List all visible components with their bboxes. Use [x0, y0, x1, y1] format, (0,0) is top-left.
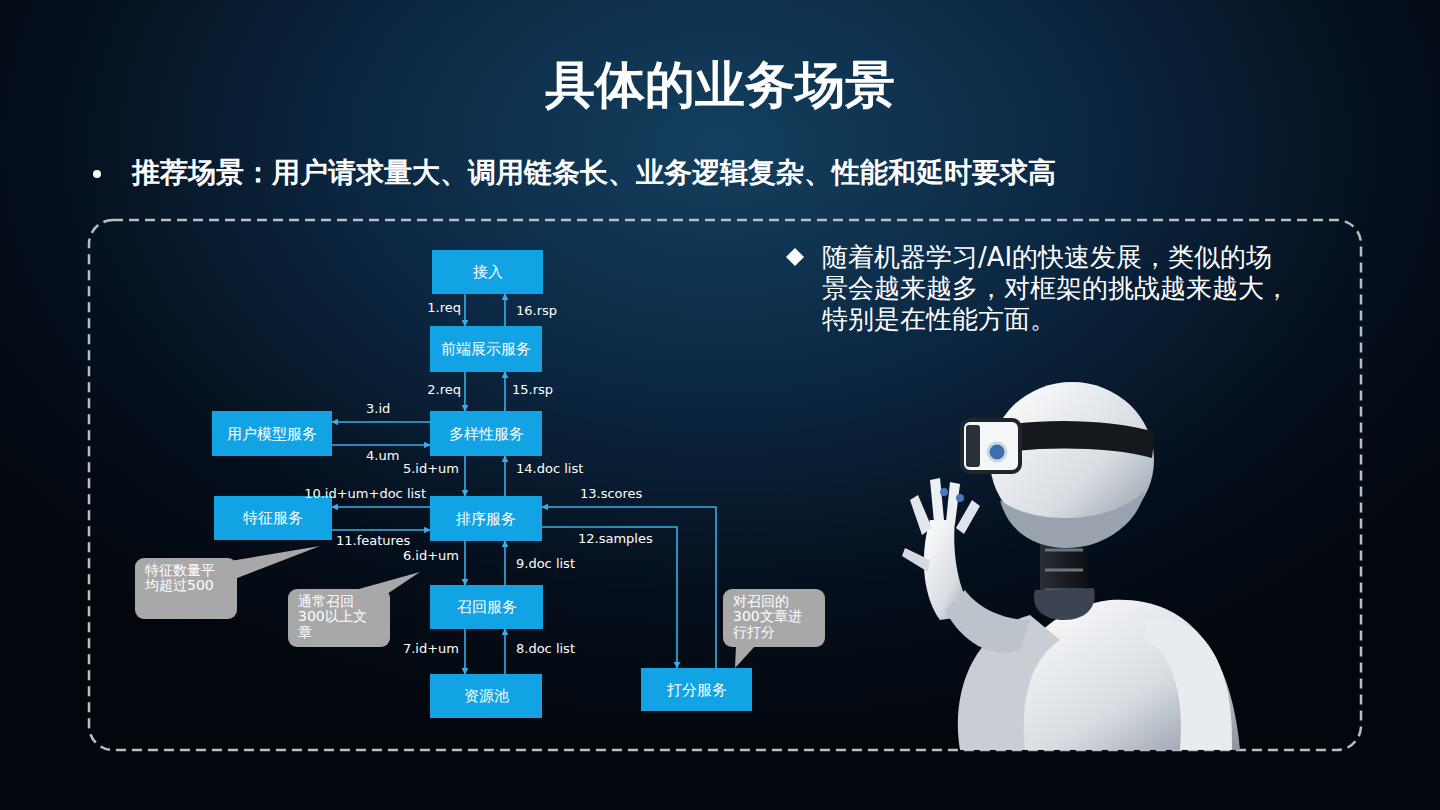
process-box: 前端展示服务 — [430, 326, 542, 372]
edge-label: 9.doc list — [516, 556, 575, 572]
bullet-text: 推荐场景：用户请求量大、调用链条长、业务逻辑复杂、性能和延时要求高 — [132, 154, 1056, 192]
process-box: 特征服务 — [214, 496, 332, 540]
box-text: 通常召回300以上文章 — [298, 594, 380, 640]
diamond-bullet — [786, 248, 804, 266]
flow-arrow — [332, 506, 430, 508]
slide-title: 具体的业务场景 — [0, 52, 1440, 119]
box-text: 资源池 — [464, 687, 509, 705]
edge-label: 10.id+um+doc list — [304, 486, 426, 502]
process-box: 排序服务 — [430, 496, 542, 541]
process-box: 用户模型服务 — [212, 411, 332, 456]
box-text: 召回服务 — [457, 598, 517, 616]
edge-label: 6.id+um — [403, 548, 459, 564]
box-text-group: 特征服务 — [243, 509, 303, 527]
edge-label: 8.doc list — [516, 641, 575, 657]
flow-arrow — [464, 541, 466, 585]
process-box: 多样性服务 — [430, 411, 542, 456]
box-text: 接入 — [473, 263, 503, 281]
edge-label: 5.id+um — [403, 461, 459, 477]
flow-arrow — [332, 421, 430, 423]
box-text-group: 资源池 — [464, 687, 509, 705]
flow-arrow — [504, 372, 506, 411]
flow-arrow — [464, 294, 466, 326]
box-text-group: 特征数量平均超过500 — [145, 563, 227, 594]
edge-label: 14.doc list — [516, 461, 583, 477]
callout-box: 特征数量平均超过500 — [135, 558, 237, 619]
box-text-group: 对召回的300文章进行打分 — [733, 594, 815, 640]
box-text-group: 排序服务 — [456, 510, 516, 528]
callout-box: 对召回的300文章进行打分 — [723, 589, 825, 647]
dashed-frame — [89, 220, 1361, 750]
edge-label: 11.features — [336, 533, 410, 549]
box-text: 打分服务 — [667, 681, 727, 699]
box-text-group: 前端展示服务 — [441, 340, 531, 358]
edge-label: 4.um — [366, 448, 399, 464]
robot-illustration — [902, 382, 1240, 750]
process-box: 召回服务 — [430, 585, 543, 629]
box-text-group: 通常召回300以上文章 — [298, 594, 380, 640]
flow-arrow — [464, 456, 466, 496]
box-text: 前端展示服务 — [441, 340, 531, 358]
edge-label: 2.req — [427, 382, 461, 398]
edge-label: 1.req — [427, 300, 461, 316]
process-box: 资源池 — [430, 674, 542, 718]
edge-label: 7.id+um — [403, 641, 459, 657]
flow-arrow — [464, 372, 466, 411]
box-text: 特征服务 — [243, 509, 303, 527]
edge-label: 3.id — [366, 401, 390, 417]
callout-tail — [735, 645, 756, 668]
box-text-group: 召回服务 — [457, 598, 517, 616]
process-box: 打分服务 — [641, 668, 752, 711]
box-text: 对召回的300文章进行打分 — [733, 594, 815, 640]
flow-arrow — [504, 541, 506, 585]
box-text-group: 多样性服务 — [449, 425, 524, 443]
edge-label: 13.scores — [580, 486, 642, 502]
edge-label: 12.samples — [578, 531, 653, 547]
flow-arrow — [332, 444, 430, 446]
flow-arrow — [464, 629, 466, 674]
callout-box: 通常召回300以上文章 — [288, 589, 390, 647]
side-note: 随着机器学习/AI的快速发展，类似的场景会越来越多，对框架的挑战越来越大，特别是… — [822, 242, 1292, 336]
box-text: 用户模型服务 — [227, 425, 317, 443]
flow-arrow — [504, 456, 506, 496]
edge-label: 15.rsp — [512, 382, 553, 398]
box-text: 排序服务 — [456, 510, 516, 528]
bullet-dot — [93, 170, 101, 178]
flow-arrow — [504, 629, 506, 674]
box-text-group: 用户模型服务 — [227, 425, 317, 443]
box-text-group: 接入 — [473, 263, 503, 281]
box-text: 特征数量平均超过500 — [145, 563, 227, 594]
edge-label: 16.rsp — [516, 303, 557, 319]
box-text-group: 打分服务 — [667, 681, 727, 699]
process-box: 接入 — [432, 250, 543, 294]
box-text: 多样性服务 — [449, 425, 524, 443]
flow-arrow — [332, 529, 430, 531]
flow-arrow — [504, 294, 506, 326]
